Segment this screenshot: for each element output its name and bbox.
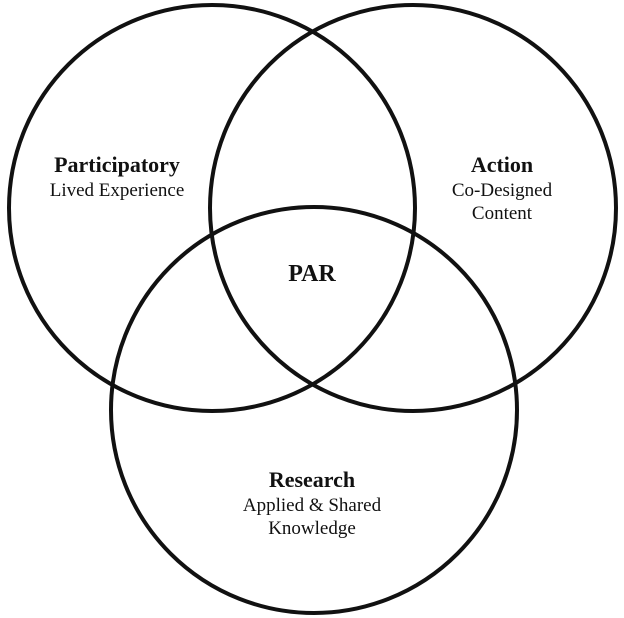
action-description-line-1: Co-Designed xyxy=(451,180,553,202)
research-description-line-1: Applied & Shared xyxy=(242,495,382,517)
research-label: Research Applied & Shared Knowledge xyxy=(210,467,414,541)
participatory-description-line-1: Lived Experience xyxy=(49,180,185,202)
research-circle xyxy=(109,205,519,615)
research-description-line-2: Knowledge xyxy=(268,518,356,540)
center-label: PAR xyxy=(262,260,362,289)
action-title: Action xyxy=(470,152,534,177)
action-label: Action Co-Designed Content xyxy=(412,152,592,226)
participatory-label: Participatory Lived Experience xyxy=(22,152,212,203)
action-circle xyxy=(208,3,618,413)
center-title: PAR xyxy=(288,261,336,287)
action-description-line-2: Content xyxy=(471,203,533,225)
research-title: Research xyxy=(268,467,356,492)
participatory-circle xyxy=(7,3,417,413)
participatory-title: Participatory xyxy=(54,152,180,177)
